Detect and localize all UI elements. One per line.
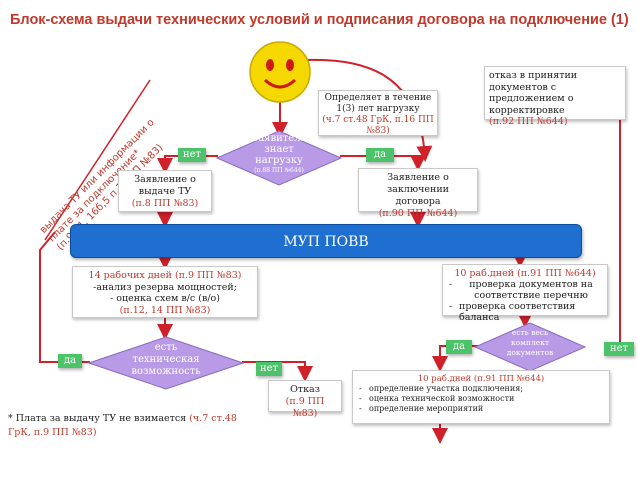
contract-ref: (п.90 ПП №644) <box>378 208 458 219</box>
label-no-right: нет <box>604 342 634 356</box>
left-process-line-2: - оценка схем в/с (в/о) <box>110 293 220 304</box>
documents-line-3: документов <box>506 348 554 357</box>
capacity-diamond-text: есть техническая возможность <box>116 342 216 378</box>
label-yes-right: да <box>446 340 472 354</box>
documents-line-1: есть весь <box>511 328 549 337</box>
bottom-process-item: определение мероприятий <box>357 404 605 414</box>
diamond-note: (п.88 ПП №644) <box>254 167 304 174</box>
utility-bar: МУП ПОВВ <box>70 224 582 258</box>
label-yes-top: да <box>366 148 394 162</box>
bottom-process-heading: 10 раб.дней (п.91 ПП №644) <box>417 374 545 384</box>
right-process-box: 10 раб.дней (п.91 ПП №644) проверка доку… <box>442 264 608 323</box>
refusal-correction-box: отказ в принятии документов с предложени… <box>484 66 626 127</box>
applicant-diamond-shape <box>216 130 342 186</box>
diamond-line-1: Заявитель <box>251 133 307 144</box>
applicant-diamond-text: Заявитель знает нагрузку (п.88 ПП №644) <box>236 133 322 175</box>
capacity-line-2: техническая <box>132 354 200 365</box>
left-process-ref: (п.12, 14 ПП №83) <box>119 304 211 316</box>
bottom-process-box: 10 раб.дней (п.91 ПП №644) определение у… <box>352 370 610 424</box>
smiley-face-icon <box>249 41 311 103</box>
documents-line-2: комплект <box>510 338 550 347</box>
bottom-process-item: определение участка подключения; <box>357 384 605 394</box>
right-process-item: проверка соответствия баланса <box>447 301 603 323</box>
left-process-line-1: -анализ резерва мощностей; <box>93 281 237 293</box>
determines-load-box: Определяет в течение 1(3) лет нагрузку (… <box>318 90 438 136</box>
right-process-heading: 10 раб.дней (п.91 ПП №644) <box>454 268 596 279</box>
tu-ref: (п.8 ПП №83) <box>131 198 199 209</box>
left-process-heading: 14 рабочих дней (п.9 ПП №83) <box>88 270 242 281</box>
refusal-small-text: Отказ <box>290 384 320 395</box>
label-no-left: нет <box>256 362 282 376</box>
tu-application-box: Заявление о выдаче ТУ (п.8 ПП №83) <box>118 170 212 212</box>
documents-diamond-text: есть весь комплект документов <box>494 328 566 358</box>
refusal-small-box: Отказ (п.9 ПП №83) <box>268 380 342 419</box>
page-title: Блок-схема выдачи технических условий и … <box>10 12 629 28</box>
diamond-line-2: знает <box>264 144 294 155</box>
left-process-box: 14 рабочих дней (п.9 ПП №83) -анализ рез… <box>72 266 258 318</box>
refusal-small-ref: (п.9 ПП №83) <box>285 396 325 419</box>
refusal-ref: (п.92 ПП №644) <box>489 116 568 127</box>
footnote-ref: (ч.7 ст.48 ГрК, п.9 ПП №83) <box>8 413 237 438</box>
footnote-text: * Плата за выдачу ТУ не взимается <box>8 413 190 424</box>
capacity-diamond-shape <box>88 336 244 390</box>
label-yes-left: да <box>58 354 82 368</box>
tu-text: Заявление о выдаче ТУ <box>134 174 196 197</box>
refusal-text: отказ в принятии документов с предложени… <box>489 70 578 116</box>
determines-text: Определяет в течение 1(3) лет нагрузку <box>324 93 432 114</box>
right-process-item: проверка документов на соответствие пере… <box>447 279 603 301</box>
footnote: * Плата за выдачу ТУ не взимается (ч.7 с… <box>8 412 238 440</box>
determines-ref: (ч.7 ст.48 ГрК, п.16 ПП №83) <box>322 115 434 136</box>
diamond-line-3: нагрузку <box>255 155 303 166</box>
contract-application-box: Заявление о заключении договора (п.90 ПП… <box>358 168 478 219</box>
capacity-line-1: есть <box>154 342 178 353</box>
bottom-process-item: оценка технической возможности <box>357 394 605 404</box>
label-no-top: нет <box>178 148 206 162</box>
contract-text: Заявление о заключении договора <box>387 172 449 207</box>
capacity-line-3: возможность <box>131 366 201 377</box>
